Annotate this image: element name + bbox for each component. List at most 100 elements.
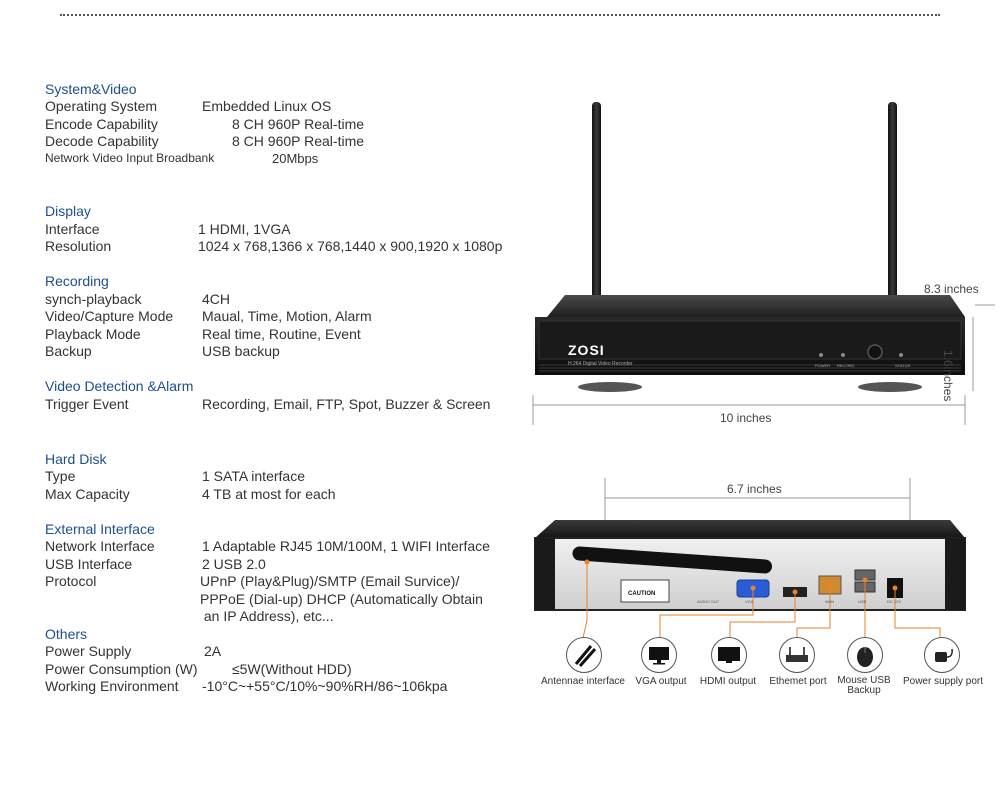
nvr-rear-illustration bbox=[534, 478, 966, 639]
spec-label: Video/Capture Mode bbox=[45, 308, 174, 324]
spec-label: Max Capacity bbox=[45, 486, 130, 502]
brand-subtitle: H.264 Digital Video Recorder bbox=[568, 361, 633, 367]
spec-row: Resolution 1024 x 768,1366 x 768,1440 x … bbox=[45, 238, 515, 256]
port-label-dc: DC 12V bbox=[887, 599, 902, 604]
spec-value: 4CH bbox=[202, 291, 231, 307]
led-label-status: STATUS bbox=[895, 363, 911, 368]
spec-label: Interface bbox=[45, 221, 100, 237]
section-title-video-detection: Video Detection &Alarm bbox=[45, 378, 194, 394]
spec-value: UPnP (Play&Plug)/SMTP (Email Survice)/ bbox=[200, 573, 460, 589]
ir-sensor bbox=[867, 344, 883, 360]
brand-logo: ZOSI bbox=[568, 342, 605, 358]
spec-label: Backup bbox=[45, 343, 92, 359]
spec-label: Network Interface bbox=[45, 538, 155, 554]
spec-sheet: System&Video Operating System Embedded L… bbox=[45, 0, 515, 797]
front-view-figure: ZOSI H.264 Digital Video Recorder POWER … bbox=[525, 95, 995, 435]
spec-label: Decode Capability bbox=[45, 133, 159, 149]
spec-value: Recording, Email, FTP, Spot, Buzzer & Sc… bbox=[202, 396, 491, 412]
spec-row: Playback Mode Real time, Routine, Event bbox=[45, 326, 515, 344]
port-label-usb: USB bbox=[858, 599, 867, 604]
spec-label: Operating System bbox=[45, 98, 158, 114]
section-title-system-video: System&Video bbox=[45, 81, 137, 97]
spec-value: an IP Address), etc... bbox=[200, 608, 334, 624]
top-dotted-rule bbox=[60, 14, 940, 16]
spec-value: 2 USB 2.0 bbox=[202, 556, 266, 572]
spec-label: Network Video Input Broadbank bbox=[45, 151, 215, 165]
spec-label: Power Supply bbox=[45, 643, 132, 659]
spec-label: USB Interface bbox=[45, 556, 133, 572]
spec-value: Real time, Routine, Event bbox=[202, 326, 361, 342]
spec-label: synch-playback bbox=[45, 291, 142, 307]
spec-row: an IP Address), etc... bbox=[45, 608, 515, 626]
led-label-record: RECORD bbox=[837, 363, 855, 368]
spec-label: Encode Capability bbox=[45, 116, 158, 132]
nvr-front-illustration bbox=[532, 102, 995, 425]
spec-value: 8 CH 960P Real-time bbox=[232, 116, 365, 132]
antenna-icon bbox=[566, 637, 602, 673]
spec-value: 1 Adaptable RJ45 10M/100M, 1 WIFI Interf… bbox=[202, 538, 490, 554]
spec-value: 4 TB at most for each bbox=[202, 486, 336, 502]
spec-label: Power Consumption (W) bbox=[45, 661, 198, 677]
spec-row: Working Environment -10°C~+55°C/10%~90%R… bbox=[45, 678, 515, 696]
spec-value: 2A bbox=[204, 643, 222, 659]
spec-value: USB backup bbox=[202, 343, 280, 359]
spec-row: Power Supply 2A bbox=[45, 643, 515, 661]
mouse-icon bbox=[847, 637, 883, 673]
spec-row: Operating System Embedded Linux OS bbox=[45, 98, 515, 116]
rear-width-dimension: 6.7 inches bbox=[727, 482, 782, 496]
rear-view-figure: 6.7 inches CAUTION AUDIO OUT VGA WAN USB… bbox=[525, 470, 995, 700]
height-dimension: 1.6inches bbox=[941, 350, 955, 402]
callout-label-vga: VGA output bbox=[635, 676, 687, 687]
port-label-wan: WAN bbox=[825, 599, 835, 604]
caution-label bbox=[620, 579, 670, 603]
spec-value: ≤5W(Without HDD) bbox=[232, 661, 352, 677]
spec-value: Embedded Linux OS bbox=[202, 98, 332, 114]
monitor-icon bbox=[641, 637, 677, 673]
nvr-top bbox=[547, 295, 965, 317]
section-title-hard-disk: Hard Disk bbox=[45, 451, 107, 467]
port-label-vga: VGA bbox=[745, 599, 754, 604]
section-title-display: Display bbox=[45, 203, 91, 219]
antenna-left bbox=[592, 102, 601, 302]
spec-row: USB Interface 2 USB 2.0 bbox=[45, 556, 515, 574]
power-adapter-icon bbox=[924, 637, 960, 673]
spec-value: Maual, Time, Motion, Alarm bbox=[202, 308, 372, 324]
foot-left bbox=[578, 382, 642, 392]
spec-row: Encode Capability 8 CH 960P Real-time bbox=[45, 116, 515, 134]
callout-label-antennae: Antennae interface bbox=[541, 676, 625, 687]
spec-row: Type 1 SATA interface bbox=[45, 468, 515, 486]
spec-label: Protocol bbox=[45, 573, 97, 589]
spec-label: Playback Mode bbox=[45, 326, 141, 342]
spec-row: Power Consumption (W) ≤5W(Without HDD) bbox=[45, 661, 515, 679]
led-label-power: POWER bbox=[815, 363, 831, 368]
spec-value: 1 SATA interface bbox=[202, 468, 305, 484]
spec-row: Protocol UPnP (Play&Plug)/SMTP (Email Su… bbox=[45, 573, 515, 591]
section-title-recording: Recording bbox=[45, 273, 109, 289]
antenna-lying bbox=[572, 546, 773, 574]
port-label-audio-out: AUDIO OUT bbox=[697, 599, 720, 604]
callout-label-mouse-usb: Mouse USB Backup bbox=[837, 675, 891, 696]
spec-value: 20Mbps bbox=[272, 151, 319, 166]
callout-label-power: Power supply port bbox=[902, 676, 984, 687]
section-title-external-interface: External Interface bbox=[45, 521, 155, 537]
spec-row: Decode Capability 8 CH 960P Real-time bbox=[45, 133, 515, 151]
spec-value: 8 CH 960P Real-time bbox=[232, 133, 365, 149]
section-title-others: Others bbox=[45, 626, 88, 642]
caution-text: CAUTION bbox=[628, 591, 656, 597]
spec-value: -10°C~+55°C/10%~90%RH/86~106kpa bbox=[202, 678, 448, 694]
spec-row: Max Capacity 4 TB at most for each bbox=[45, 486, 515, 504]
callout-label-hdmi: HDMI output bbox=[699, 676, 757, 687]
spec-value: 1024 x 768,1366 x 768,1440 x 900,1920 x … bbox=[198, 238, 503, 254]
callout-label-ethernet: Ethemet port bbox=[769, 676, 827, 687]
depth-dimension: 8.3 inches bbox=[924, 282, 979, 296]
spec-label: Resolution bbox=[45, 238, 112, 254]
spec-value: PPPoE (Dial-up) DHCP (Automatically Obta… bbox=[200, 591, 483, 607]
spec-row: PPPoE (Dial-up) DHCP (Automatically Obta… bbox=[45, 591, 515, 609]
width-dimension: 10 inches bbox=[720, 411, 772, 425]
spec-row: Backup USB backup bbox=[45, 343, 515, 361]
spec-row: synch-playback 4CH bbox=[45, 291, 515, 309]
spec-row: Network Video Input Broadbank 20Mbps bbox=[45, 151, 515, 169]
spec-label: Working Environment bbox=[45, 678, 179, 694]
spec-label: Trigger Event bbox=[45, 396, 129, 412]
foot-right bbox=[858, 382, 922, 392]
